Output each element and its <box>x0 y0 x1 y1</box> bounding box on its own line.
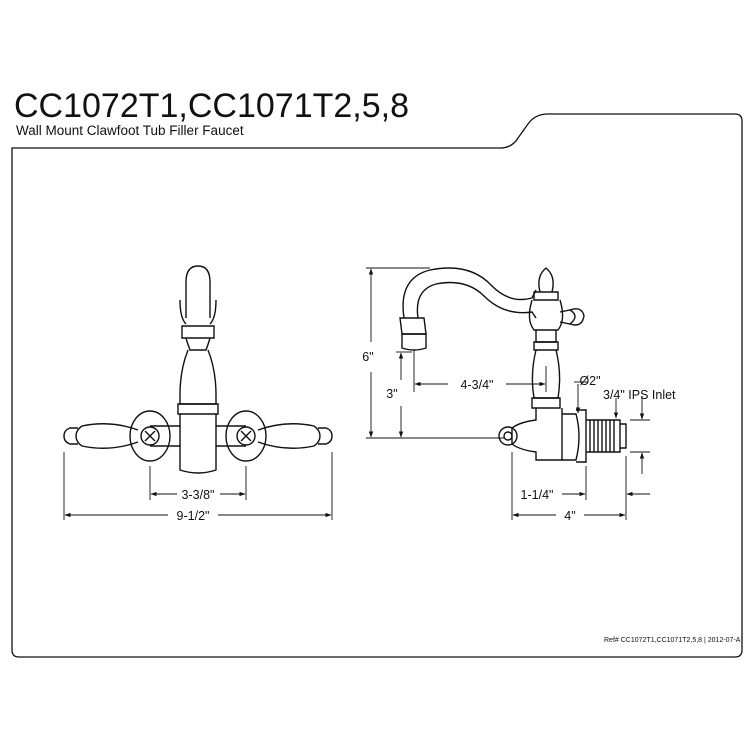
front-dimensions <box>63 452 333 520</box>
product-subtitle: Wall Mount Clawfoot Tub Filler Faucet <box>16 123 244 138</box>
dim-overall-depth: 4" <box>564 509 575 523</box>
side-dimensions <box>366 267 650 520</box>
drawing-frame <box>11 113 743 658</box>
dim-overall-width: 9-1/2" <box>177 509 210 523</box>
front-view <box>63 265 333 474</box>
dim-inlet: 3/4" IPS Inlet <box>603 388 676 402</box>
side-view <box>399 267 627 463</box>
dim-center-spacing: 3-3/8" <box>182 488 215 502</box>
dim-spout-reach: 4-3/4" <box>461 378 494 392</box>
reference-code: Ref# CC1072T1,CC1071T2,5,8 | 2012-07-A <box>604 637 741 644</box>
dim-flange-diameter: Ø2" <box>579 374 600 388</box>
model-title: CC1072T1,CC1071T2,5,8 <box>14 87 410 125</box>
dim-spout-height: 3" <box>386 387 397 401</box>
dim-total-height: 6" <box>362 350 373 364</box>
dim-inlet-projection: 1-1/4" <box>521 488 554 502</box>
